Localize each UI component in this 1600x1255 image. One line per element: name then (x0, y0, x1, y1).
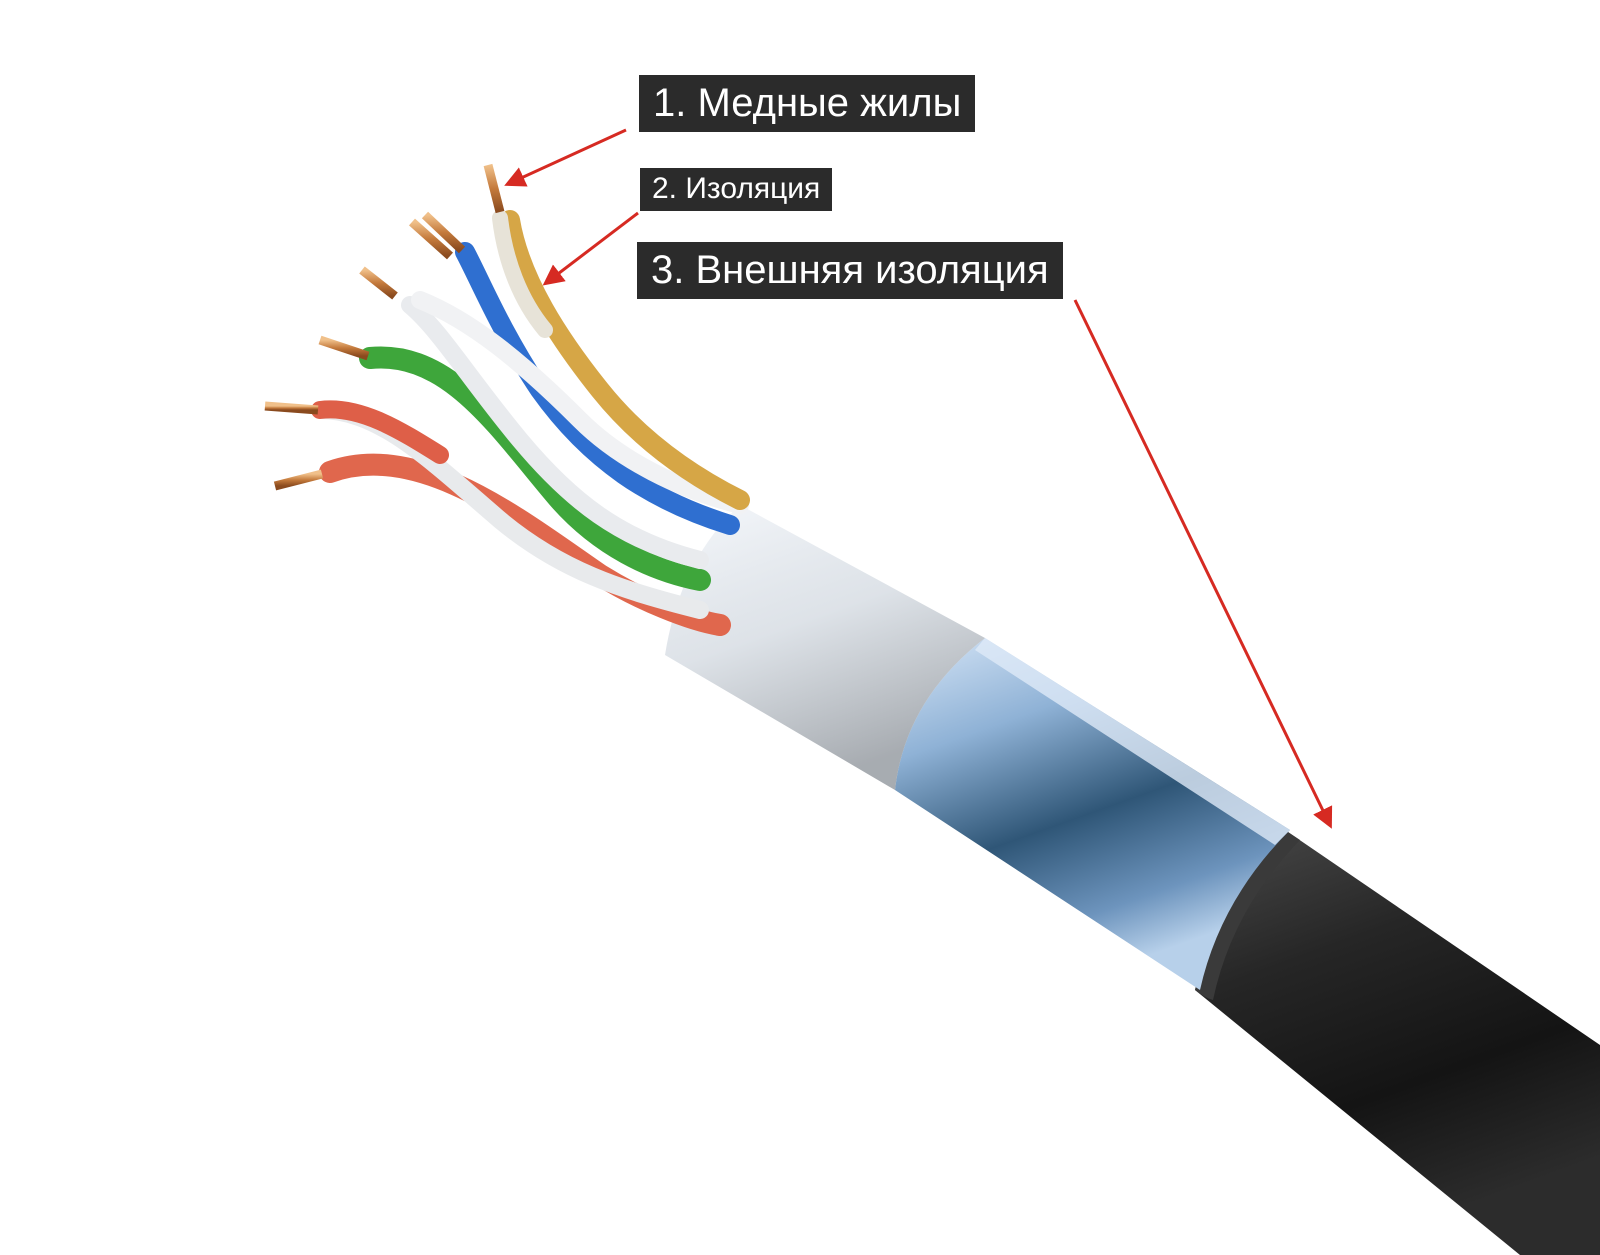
outer-jacket (1195, 830, 1600, 1255)
foil-shield (895, 638, 1290, 990)
outer-jacket-end (1195, 830, 1300, 1000)
foil-shield-highlight (975, 638, 1290, 845)
label-outer-insulation: 3. Внешняя изоляция (637, 242, 1063, 299)
annotation-arrows (504, 128, 1333, 829)
arrow-insulation (542, 211, 639, 286)
label-insulation: 2. Изоляция (640, 168, 833, 211)
clear-sheath (665, 505, 985, 790)
twisted-pairs (311, 210, 750, 636)
copper-conductors (264, 163, 505, 491)
arrow-copper-cores (504, 128, 627, 187)
label-copper-cores: 1. Медные жилы (639, 75, 976, 132)
arrow-outer-insulation (1073, 299, 1333, 829)
